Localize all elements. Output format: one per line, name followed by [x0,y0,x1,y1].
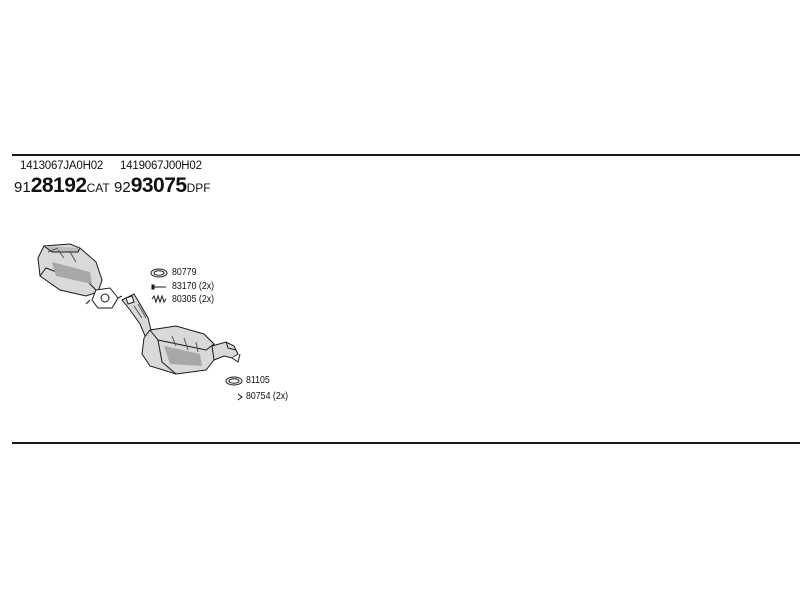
part-main-number: 93075 [130,174,187,197]
part-label-ring-1[interactable]: 80779 [172,267,197,278]
ring-icon-1 [150,268,168,278]
part-suffix: CAT [86,181,110,195]
top-divider [12,154,800,156]
part-label-bolt-1[interactable]: 83170 (2x) [172,281,215,292]
part-main-number: 28192 [30,174,87,197]
catalytic-converter[interactable] [37,243,123,309]
part-prefix: 91 [14,179,31,196]
ring-icon-2 [225,376,243,386]
part-prefix: 92 [114,179,131,196]
part-number-catalyst[interactable]: 9128192CAT [14,174,110,200]
bolt-icon-2 [237,393,243,401]
oe-code-dpf: 1419067J00H02 [120,160,202,172]
part-suffix: DPF [186,181,211,195]
part-label-ring-2[interactable]: 81105 [246,375,270,386]
bottom-divider [12,442,800,444]
connecting-pipe[interactable] [121,293,153,339]
spring-icon-1 [151,294,167,304]
part-label-bolt-2[interactable]: 80754 (2x) [246,391,289,402]
oe-code-catalyst: 1413067JA0H02 [20,160,104,172]
part-label-spring-1[interactable]: 80305 (2x) [172,294,215,305]
bolt-icon-1 [151,284,166,290]
diesel-particulate-filter[interactable] [141,325,241,375]
part-number-dpf[interactable]: 9293075DPF [114,174,211,200]
